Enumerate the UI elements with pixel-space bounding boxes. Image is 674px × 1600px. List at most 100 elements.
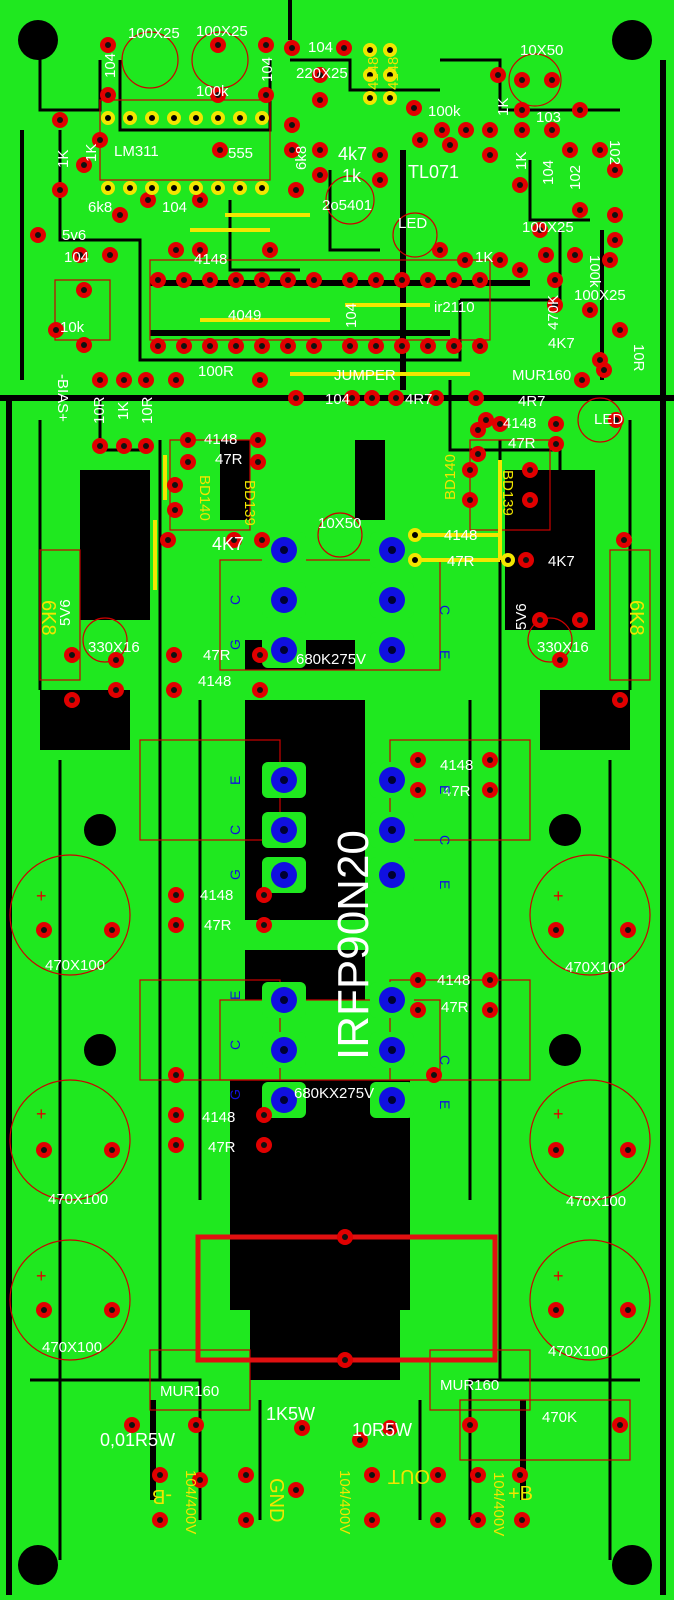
label: 4K7 [212,534,244,554]
pad [410,1002,426,1018]
label: 10R [630,344,647,372]
pin-label: C [437,605,453,615]
label: BD140 [196,475,213,521]
pin-label: C [227,595,243,605]
label: 4148 [444,527,477,544]
label: 470X100 [565,959,625,976]
pad [607,232,623,248]
mosfet-pin-labels: C C E G E C G E C E C G E C E [227,595,453,1109]
label: 6K8 [37,600,59,636]
pad [490,67,506,83]
pad [138,372,154,388]
pad [100,87,116,103]
pad [36,1142,52,1158]
label: 4148 [365,57,382,90]
label: 104 [540,160,557,185]
pad [620,1142,636,1158]
mosfet-pad [262,762,306,798]
pad [72,247,88,263]
pad [252,372,268,388]
label: 4148 [385,57,402,90]
pad [352,1432,368,1448]
pad [92,132,108,148]
label: 470K [542,1409,577,1426]
label: +B [508,1483,533,1505]
label: 5V6 [57,599,74,626]
label: JUMPER [334,367,396,384]
pad [442,137,458,153]
mounting-holes [18,20,652,1585]
label: 47R [204,917,232,934]
pad [116,372,132,388]
pin-label: C [437,835,453,845]
pad [592,142,608,158]
pad [544,72,560,88]
pad [288,182,304,198]
label: 4K7 [548,335,575,352]
output-path [195,1234,498,1363]
pad [256,1137,272,1153]
pad [342,272,358,288]
pad [364,1467,380,1483]
pad [430,1512,446,1528]
label: 100X25 [128,25,180,42]
pad [512,262,528,278]
pad [468,390,484,406]
pad [607,162,623,178]
label: 103 [536,109,561,126]
pin-label: C [437,1055,453,1065]
pad [64,692,80,708]
pad [567,247,583,263]
label: 680KX275V [294,1085,374,1102]
pad [152,1512,168,1528]
label: 470X100 [45,957,105,974]
pad [168,1137,184,1153]
pin-label: C [227,1040,243,1050]
pad [262,242,278,258]
pad [372,147,388,163]
pad [552,652,568,668]
label: 104 [325,391,350,408]
pad [312,142,328,158]
pad [538,247,554,263]
pad [176,272,192,288]
pad [512,1467,528,1483]
pad [457,252,473,268]
label: -B [152,1485,172,1507]
label: 1K [495,98,512,116]
pad [140,192,156,208]
pad [108,652,124,668]
pad [514,1512,530,1528]
pad [104,1142,120,1158]
pad [108,682,124,698]
pad [168,242,184,258]
label: 4148 [200,887,233,904]
pin-label: E [437,650,453,659]
pad [364,1512,380,1528]
pad [254,338,270,354]
pin-label: G [227,869,243,880]
pads [30,37,636,1528]
label: 1K [513,152,530,170]
pin-label: E [437,1100,453,1109]
label: BD140 [442,454,459,500]
label: 104 [343,303,360,328]
label: 47R [208,1139,236,1156]
mosfet-pad [370,1032,414,1068]
label: LED [398,215,427,232]
pad [470,446,486,462]
mosfet-pad [370,632,414,668]
label: 104/400V [336,1470,353,1534]
pad [124,1417,140,1433]
pad [472,338,488,354]
svg-text:+: + [36,1104,47,1124]
pad [116,438,132,454]
pad [470,1512,486,1528]
pad [368,338,384,354]
pad [470,1467,486,1483]
pad [410,752,426,768]
label: BD139 [499,470,516,516]
label: 104 [102,53,119,78]
pad [250,454,266,470]
